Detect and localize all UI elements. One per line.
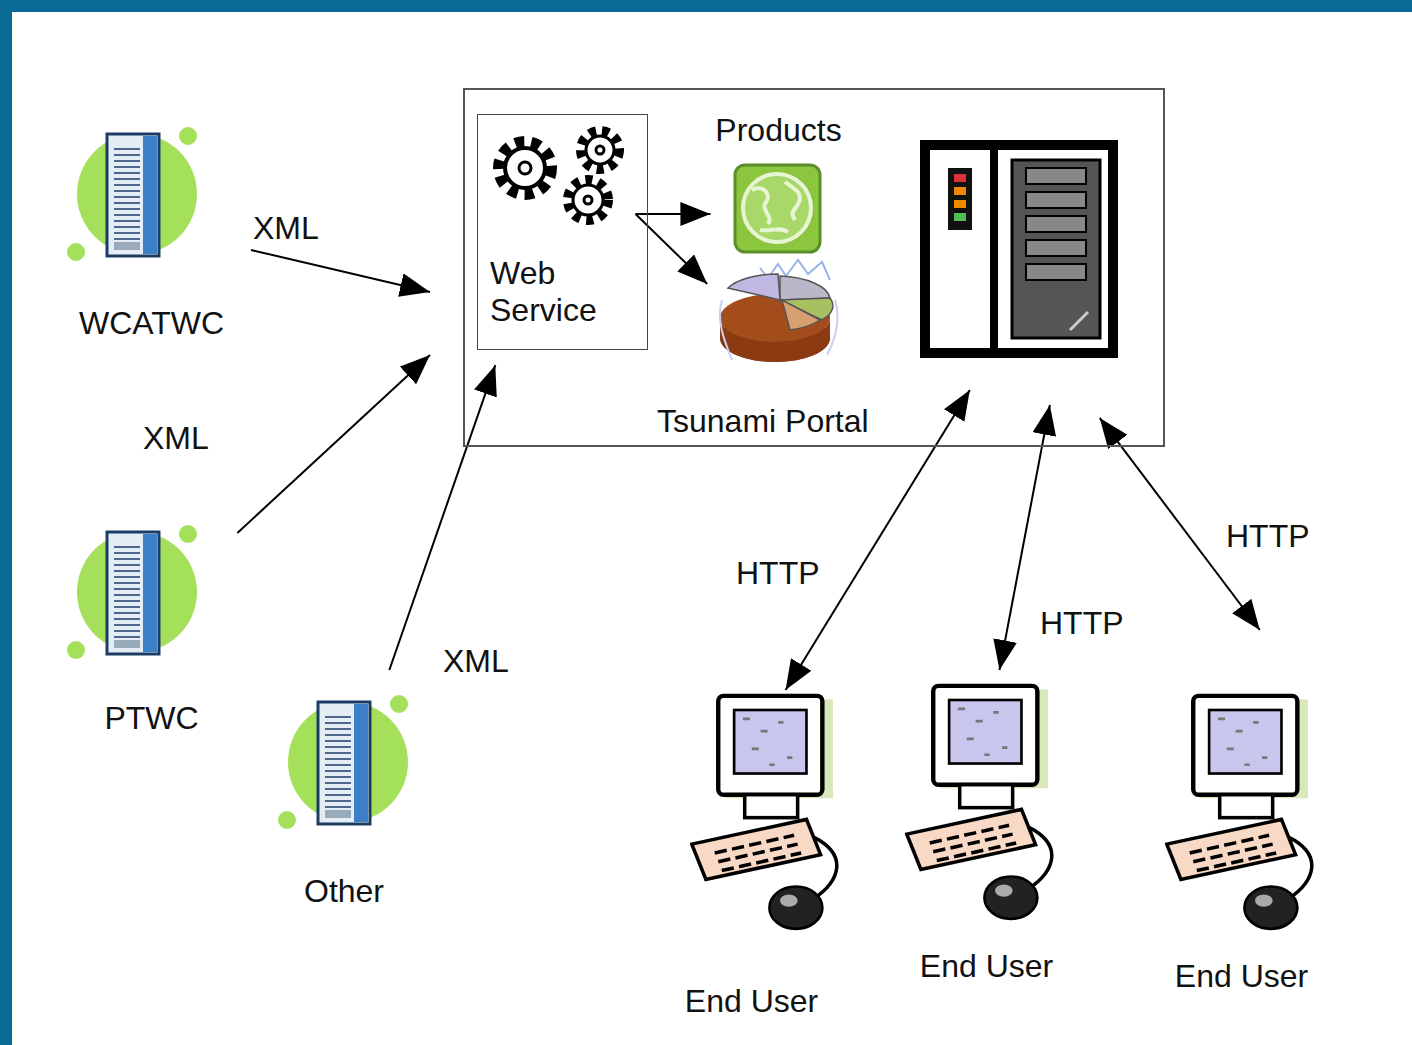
arrow-connector [389,365,495,670]
portal-box: Tsunami Portal Web Service Products [463,88,1165,447]
arrow-connector [237,355,430,533]
edge-label: HTTP [733,555,823,592]
computer-icon [692,696,837,929]
gears-icon [499,131,619,220]
arrow-connector [636,213,711,215]
arrow-connector [251,250,430,292]
edge-label: HTTP [1223,518,1313,555]
end-user: End User [660,690,843,1030]
end-user: End User [895,670,1078,991]
source-server: WCATWC [50,120,253,350]
edge-label: XML [440,643,512,680]
server-icon [67,525,197,659]
edge-label: HTTP [1037,605,1127,642]
server-icon [67,127,197,261]
node-label: End User [895,948,1078,985]
edge-label: XML [140,420,212,457]
end-user: End User [1150,630,1333,1005]
node-label: End User [660,983,843,1020]
computer-icon [907,686,1052,919]
node-label: Web Service [490,255,640,329]
page-ground [12,12,1412,1045]
pie-chart-icon [720,260,838,362]
globe-icon [735,165,820,252]
source-server: PTWC [50,515,253,745]
edge-label: XML [250,210,322,247]
server-icon [278,695,408,829]
node-label: Other [265,873,423,910]
node-label: Tsunami Portal [657,403,869,440]
source-server: Other [265,685,423,920]
node-label: End User [1150,958,1333,995]
products-group: Products [702,110,855,380]
computer-icon [1167,696,1312,929]
web-service-box: Web Service [477,114,648,350]
portal-server-icon [920,140,1118,358]
arrow-connector [636,214,708,284]
node-label: Products [702,112,855,149]
node-label: WCATWC [50,305,253,342]
node-label: PTWC [50,700,253,737]
